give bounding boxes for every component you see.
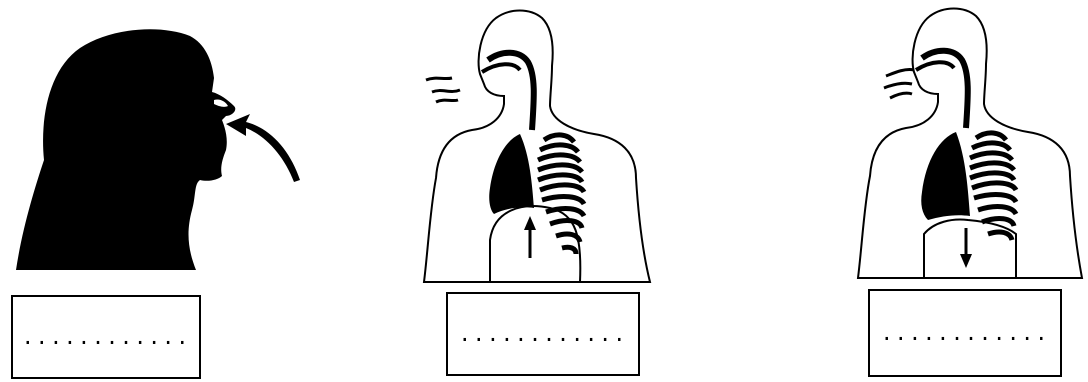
- exhaled-air-lines: [426, 78, 460, 102]
- panel-nose-breathing: ............: [0, 0, 330, 382]
- answer-box-3[interactable]: ............: [868, 289, 1062, 377]
- panel-exhalation: ............: [410, 0, 670, 382]
- panel-inhalation: ............: [850, 0, 1088, 382]
- body-outline: [424, 11, 650, 283]
- answer-box-1[interactable]: ............: [11, 295, 201, 379]
- head-silhouette: [16, 29, 235, 270]
- body-outline: [858, 9, 1082, 279]
- inhaled-air-lines: [884, 69, 914, 98]
- airflow-arrow: [226, 114, 300, 182]
- answer-box-2[interactable]: ............: [446, 292, 640, 376]
